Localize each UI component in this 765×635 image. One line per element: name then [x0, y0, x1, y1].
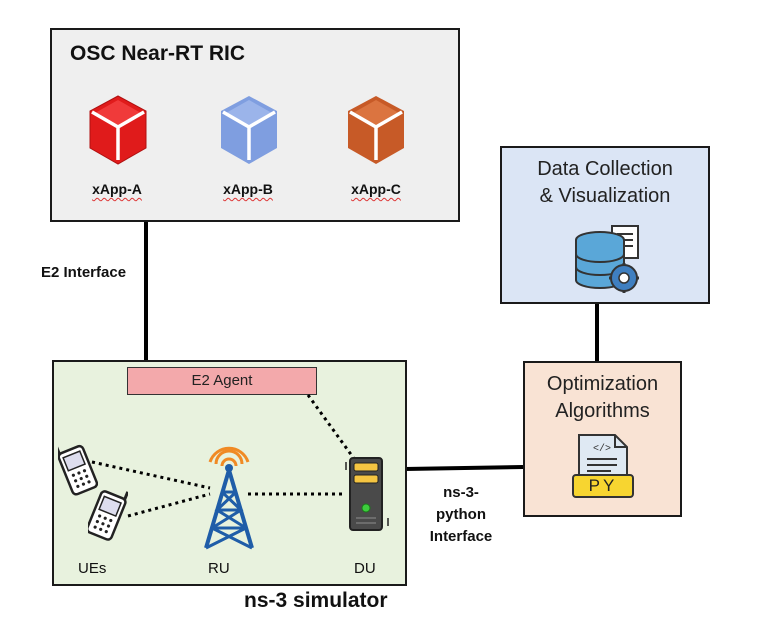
ue1-ru-link	[91, 460, 211, 490]
optimization-title-2: Algorithms	[555, 400, 650, 422]
optimization-box: Optimization Algorithms	[523, 361, 682, 517]
cube-icon	[89, 95, 147, 165]
ns3-python-line	[404, 465, 524, 471]
agent-du-link	[306, 394, 357, 461]
database-gear-icon	[575, 225, 639, 293]
ru-label: RU	[208, 560, 230, 577]
ue2-ru-link	[127, 492, 211, 518]
ns3-python-interface-line-3: Interface	[429, 528, 493, 545]
du-label: DU	[354, 560, 376, 577]
mobile-phone-icon	[58, 444, 98, 496]
cube-icon	[221, 96, 277, 164]
python-file-icon: </>	[572, 434, 634, 498]
e2-agent: E2 Agent	[127, 367, 317, 395]
xapp-b-label: xApp-B	[223, 181, 273, 197]
ns3-python-interface-line-2: python	[436, 506, 486, 523]
ns3-simulator-label: ns-3 simulator	[244, 589, 388, 612]
cube-icon	[348, 96, 404, 164]
data-collection-title-1: Data Collection	[537, 158, 673, 180]
ues-label: UEs	[78, 560, 107, 577]
server-icon	[345, 457, 389, 531]
ric-title: OSC Near-RT RIC	[70, 42, 246, 65]
data-collection-title-2: & Visualization	[539, 185, 671, 207]
e2-interface-label: E2 Interface	[41, 264, 127, 281]
xapp-a-label: xApp-A	[92, 181, 142, 197]
svg-text:</>: </>	[593, 443, 611, 455]
mobile-phone-icon	[88, 490, 128, 541]
ns3-python-interface-line-1: ns-3-	[443, 484, 479, 501]
radio-tower-icon	[204, 446, 254, 550]
py-badge: PY	[588, 476, 618, 495]
optimization-title-1: Optimization	[546, 373, 659, 395]
xapp-c-label: xApp-C	[351, 181, 401, 197]
